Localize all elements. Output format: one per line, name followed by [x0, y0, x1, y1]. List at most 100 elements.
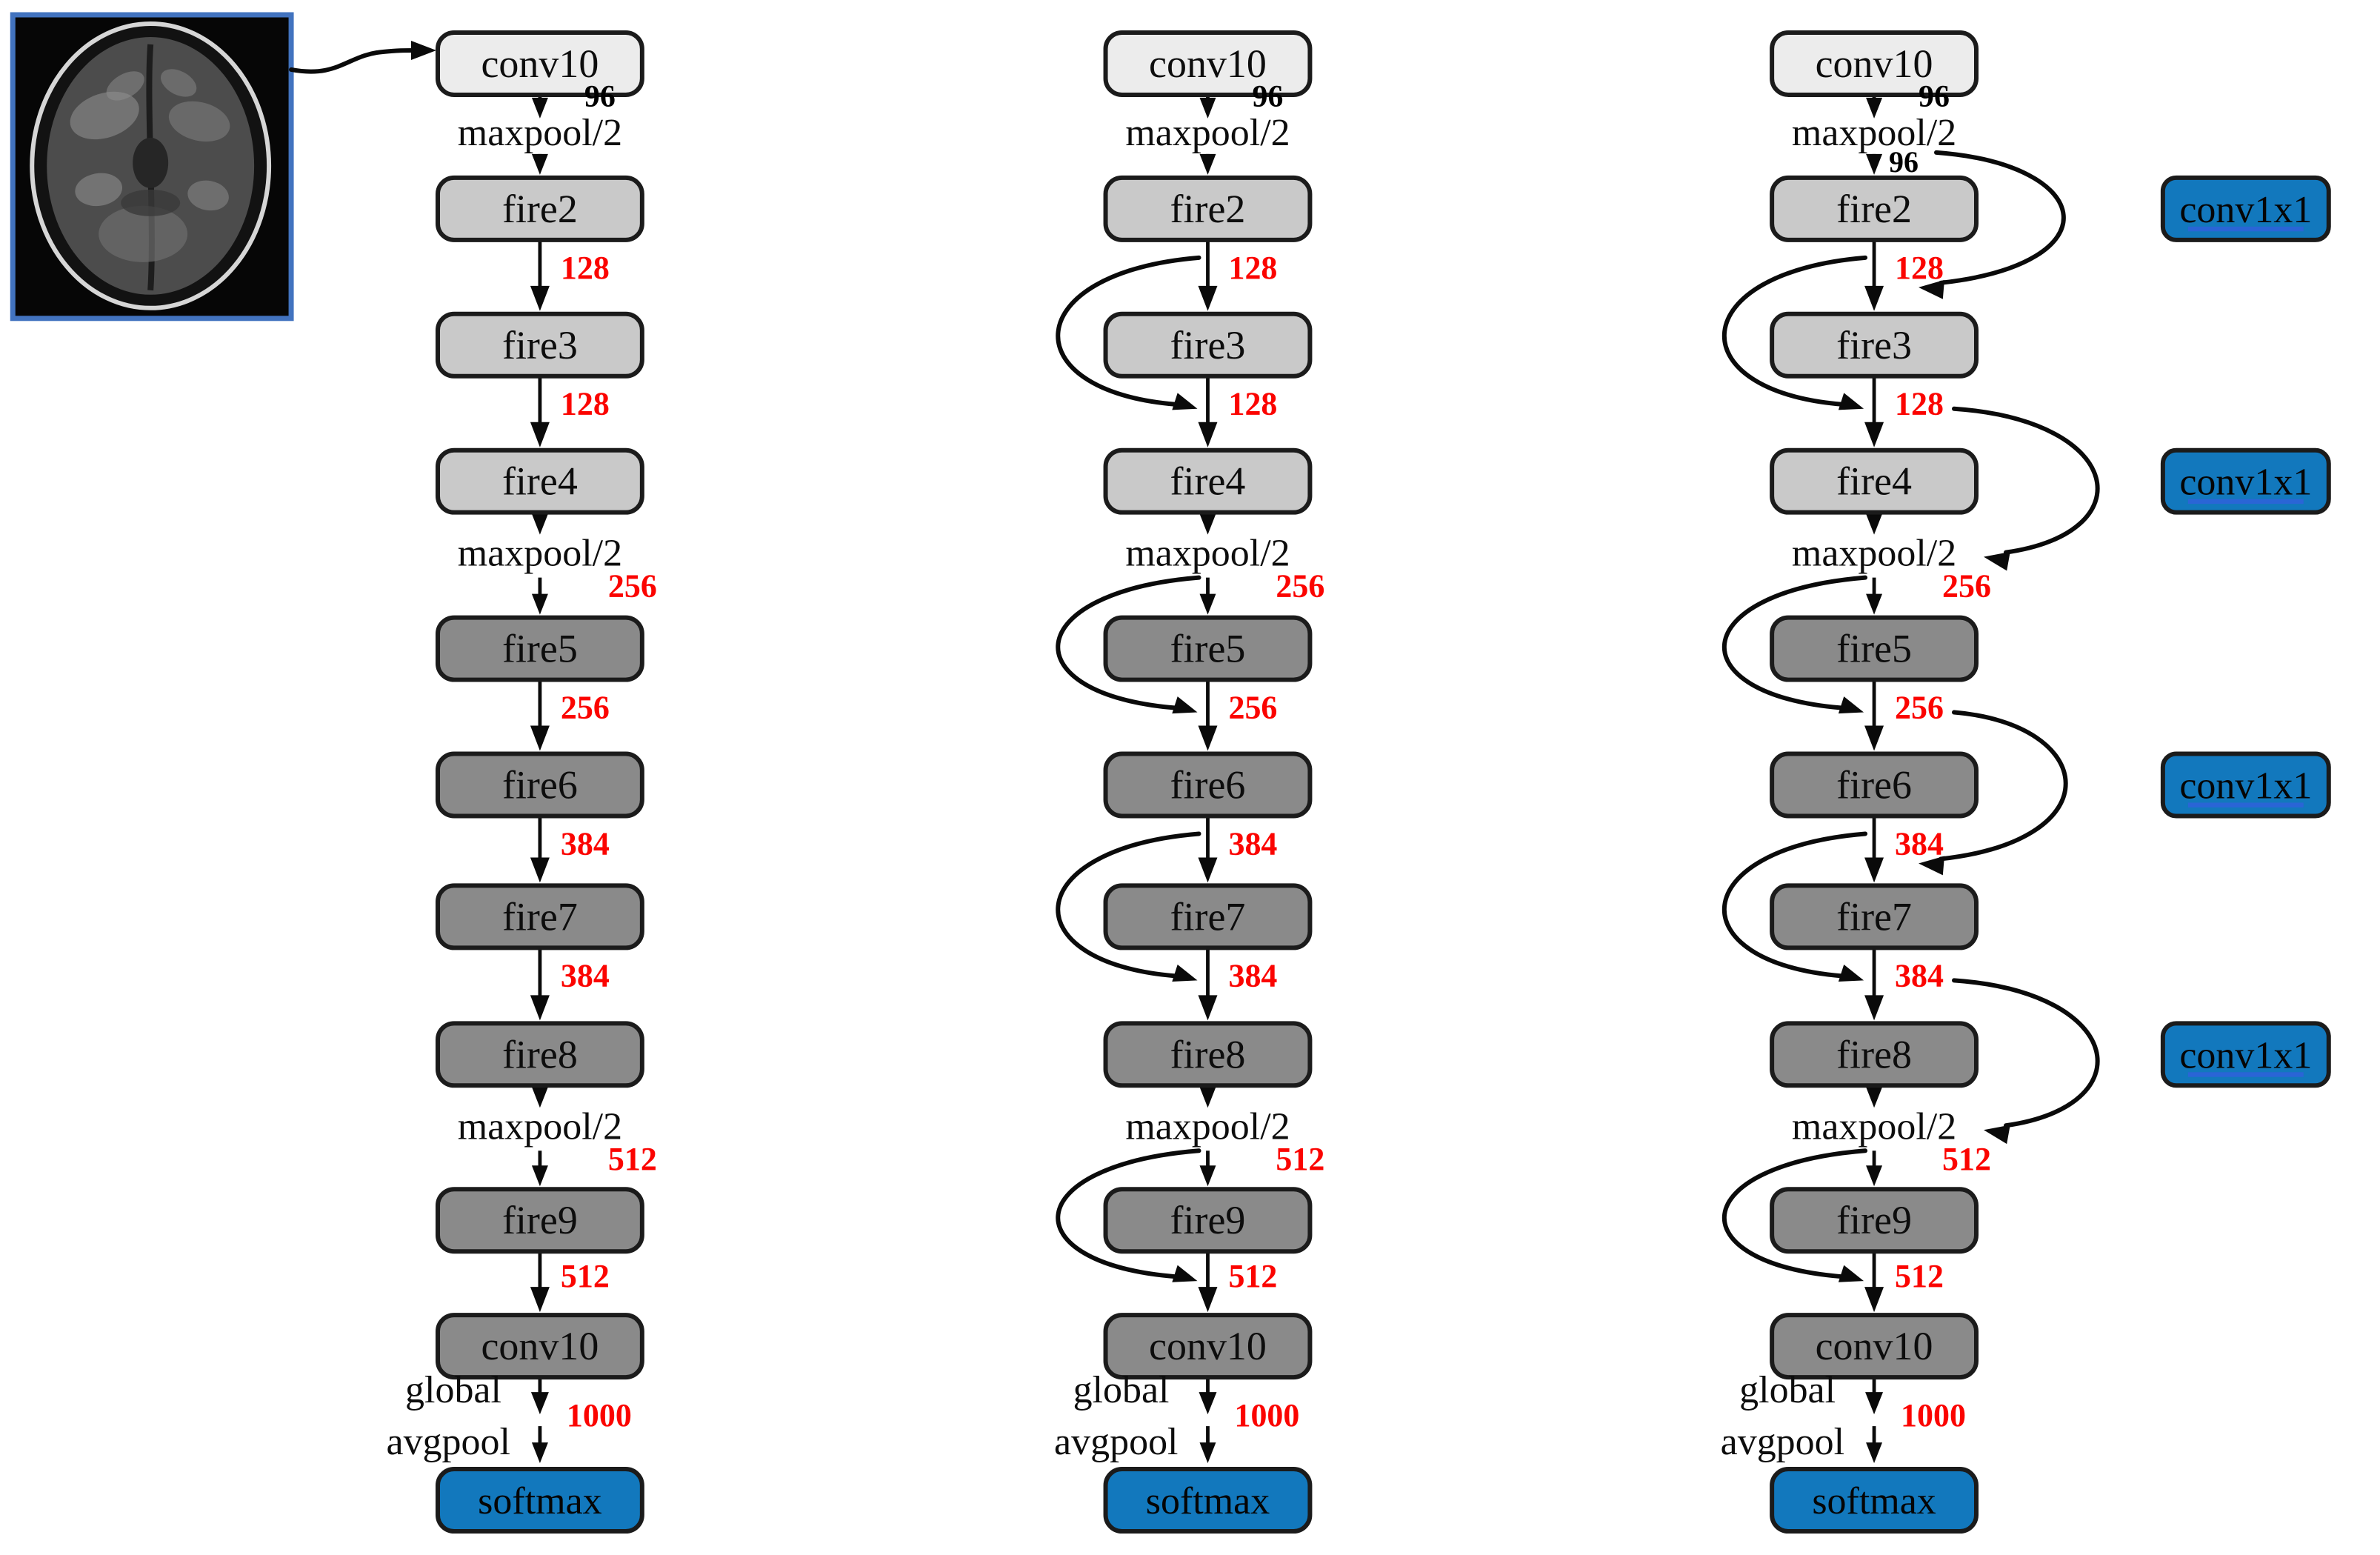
bypass-arrows-squeezenet-complex-bypass [1721, 150, 2100, 1282]
node-squeezenet-simple-bypass-fire9-8-label: fire9 [1170, 1198, 1246, 1242]
node-squeezenet-vanilla-fire4-3-box [435, 447, 644, 515]
node-squeezenet-vanilla-fire3-2-box [435, 311, 644, 379]
node-squeezenet-vanilla-fire3-2: fire3 [435, 311, 644, 379]
input-to-conv-arrow [289, 40, 436, 74]
arrowhead-icon [1838, 964, 1864, 982]
node-squeezenet-vanilla-fire9-8-box [435, 1187, 644, 1254]
node-squeezenet-simple-bypass-conv10-0-box [1103, 30, 1313, 97]
arrowhead-icon [1864, 285, 1884, 311]
channel-label-256: 256 [561, 690, 610, 726]
node-squeezenet-complex-bypass-fire4-3: fire4 [1770, 447, 1979, 515]
node-squeezenet-vanilla-fire4-3-label: fire4 [502, 459, 578, 504]
arrowhead-icon [1199, 1165, 1216, 1187]
node-squeezenet-simple-bypass-fire8-7-box [1103, 1021, 1313, 1088]
arrowhead-icon [1866, 153, 1883, 175]
arrowhead-icon [1199, 97, 1216, 119]
channel-label-128: 128 [561, 386, 610, 422]
brain-texture-blob [75, 173, 123, 207]
conv1x1-underline [2187, 499, 2304, 505]
arrowhead-icon [531, 1087, 548, 1108]
node-squeezenet-complex-bypass-fire8-7-box [1770, 1021, 1979, 1088]
arrowhead-icon [1864, 422, 1884, 447]
node-squeezenet-simple-bypass-fire6-5: fire6 [1103, 751, 1313, 819]
conv1x1-underline [2187, 1072, 2304, 1077]
complex-bypass-arrow-around-fire8 [1952, 978, 2100, 1145]
channel-label-1000: 1000 [567, 1397, 632, 1434]
conv1x1-label: conv1x1 [2179, 1034, 2312, 1076]
channel-label-96: 96 [1252, 80, 1283, 114]
input-connector-arrowhead-icon [411, 40, 436, 60]
conv1x1-underline [2187, 802, 2304, 808]
node-squeezenet-complex-bypass-conv10-0-box [1770, 30, 1979, 97]
conv1x1-box [2160, 175, 2331, 242]
node-squeezenet-simple-bypass-fire5-4-box [1103, 615, 1313, 682]
conv1x1-box [2160, 751, 2331, 819]
input-connector-curve [289, 47, 418, 74]
node-squeezenet-simple-bypass-fire2-1-label: fire2 [1170, 187, 1246, 231]
node-squeezenet-vanilla-fire6-5: fire6 [435, 751, 644, 819]
conv1x1-label: conv1x1 [2179, 189, 2312, 231]
arrowhead-icon [1838, 393, 1864, 410]
node-squeezenet-simple-bypass-fire9-8-box [1103, 1187, 1313, 1254]
column-squeezenet-simple-bypass: conv10fire2fire3fire4fire5fire6fire7fire… [1054, 30, 1324, 1534]
node-squeezenet-vanilla-fire3-2-label: fire3 [502, 323, 578, 367]
global-avgpool-label: avgpool [1721, 1421, 1844, 1463]
channel-label-512: 512 [1895, 1258, 1944, 1294]
node-squeezenet-vanilla-fire7-6-box [435, 883, 644, 950]
arrowhead-icon [531, 1442, 548, 1464]
arrowhead-icon [530, 285, 550, 311]
node-squeezenet-vanilla-conv10-0-label: conv10 [481, 41, 599, 86]
arrowhead-icon [531, 1165, 548, 1187]
channel-label-96: 96 [584, 80, 616, 114]
arrowhead-icon [530, 995, 550, 1021]
bypass-curve [1952, 406, 2100, 555]
arrowhead-icon [1838, 696, 1864, 714]
arrowhead-icon [531, 97, 548, 119]
node-squeezenet-complex-bypass-conv10-0: conv10 [1770, 30, 1979, 97]
node-squeezenet-vanilla-fire8-7-box [435, 1021, 644, 1088]
node-squeezenet-simple-bypass-conv10-9-box [1103, 1313, 1313, 1380]
node-squeezenet-vanilla-fire5-4-box [435, 615, 644, 682]
node-squeezenet-vanilla-fire9-8: fire9 [435, 1187, 644, 1254]
maxpool-label: maxpool/2 [1125, 533, 1290, 575]
node-squeezenet-vanilla-fire4-3: fire4 [435, 447, 644, 515]
node-squeezenet-complex-bypass-conv10-9-label: conv10 [1816, 1324, 1933, 1368]
node-squeezenet-simple-bypass-fire8-7: fire8 [1103, 1021, 1313, 1088]
channel-label-256: 256 [1942, 568, 1991, 605]
node-squeezenet-simple-bypass-conv10-0-label: conv10 [1149, 41, 1267, 86]
node-squeezenet-complex-bypass-fire9-8-box [1770, 1187, 1979, 1254]
arrowhead-icon [531, 513, 548, 535]
arrowhead-icon [530, 725, 550, 751]
arrowhead-icon [1865, 1392, 1884, 1415]
node-squeezenet-vanilla-fire7-6: fire7 [435, 883, 644, 950]
node-squeezenet-simple-bypass-fire8-7-label: fire8 [1170, 1032, 1246, 1076]
arrowhead-icon [1172, 393, 1198, 410]
channel-label-384: 384 [1228, 957, 1277, 993]
simple-bypass-arrow-around-fire7 [1721, 831, 1868, 982]
channel-label-384: 384 [1895, 825, 1944, 862]
bypass-curve [1721, 575, 1868, 710]
channel-label-512: 512 [1276, 1141, 1324, 1177]
node-squeezenet-vanilla-softmax-10-label: softmax [478, 1480, 601, 1522]
arrowhead-icon [1172, 964, 1198, 982]
brain-mri-axial-slice [10, 12, 294, 322]
node-squeezenet-complex-bypass-fire2-1-label: fire2 [1836, 187, 1912, 231]
channel-label-256: 256 [1895, 690, 1944, 726]
node-squeezenet-complex-bypass-conv10-9: conv10 [1770, 1313, 1979, 1380]
simple-bypass-arrow-around-fire3 [1056, 255, 1201, 410]
arrowhead-icon [1866, 593, 1883, 615]
simple-bypass-arrow-around-fire9 [1056, 1148, 1201, 1282]
maxpool-label: maxpool/2 [1792, 533, 1956, 575]
maxpool-label: maxpool/2 [1125, 1105, 1290, 1148]
complex-bypass-arrow-around-fire4 [1952, 406, 2100, 571]
channel-label-128: 128 [1895, 386, 1944, 422]
node-squeezenet-complex-bypass-softmax-10: softmax [1770, 1467, 1979, 1534]
node-squeezenet-vanilla-conv10-9-label: conv10 [481, 1324, 599, 1368]
bypass-curve [1056, 1148, 1201, 1279]
channel-label-256: 256 [1276, 568, 1324, 605]
conv1x1-box [2160, 447, 2331, 515]
bypass-curve [1721, 1148, 1868, 1279]
arrowhead-icon [530, 422, 550, 447]
